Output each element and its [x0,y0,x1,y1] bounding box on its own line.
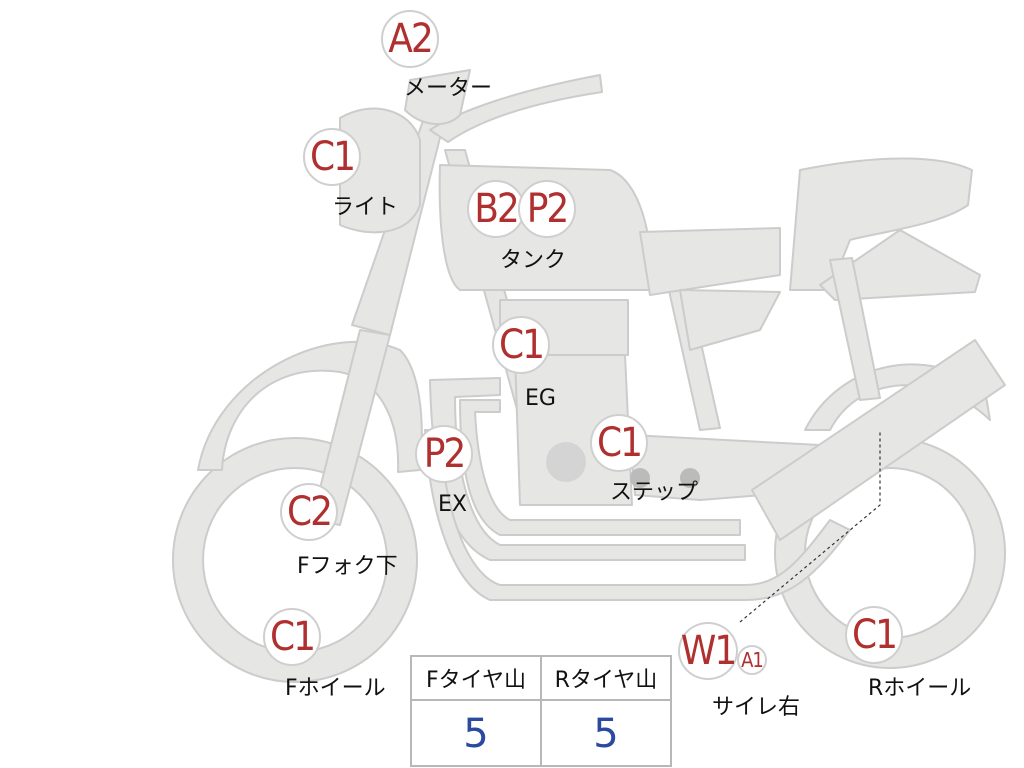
badge-silencer-a: A1 [737,645,767,675]
badge-meter: A2 [381,10,439,68]
badge-step: C1 [590,414,648,472]
meter [404,69,471,126]
leader-line [739,430,881,623]
tire-table-value-row: 5 5 [412,701,670,767]
label-ex: EX [438,492,467,517]
label-eg: EG [525,386,556,411]
value-front-tire: 5 [463,711,489,757]
badge-silencer-w: W1 [678,622,738,680]
badge-tank-b: B2 [467,180,525,238]
value-rear-tire: 5 [540,701,670,767]
badge-f-fork-lower: C2 [280,483,338,541]
header-front-tire: Fタイヤ山 [426,668,526,693]
badge-ex: P2 [415,425,473,483]
label-f-fork-lower: Fフォク下 [297,554,398,579]
label-silencer-right: サイレ右 [712,695,801,720]
label-f-wheel: Fホイール [285,676,386,701]
header-rear-tire: Rタイヤ山 [540,657,670,699]
label-r-wheel: Rホイール [868,676,972,701]
seat [789,157,973,291]
badge-light: C1 [303,128,361,186]
tire-table-header-row: Fタイヤ山 Rタイヤ山 [412,657,670,701]
side-cover [639,227,781,296]
badge-tank-p: P2 [518,180,576,238]
badge-f-wheel: C1 [263,608,321,666]
label-step: ステップ [610,480,699,505]
silencer [751,339,1006,541]
handlebar [429,74,603,143]
front-wheel [173,438,417,682]
badge-r-wheel: C1 [845,606,903,664]
badge-eg: C1 [492,316,550,374]
label-meter: メーター [404,76,493,101]
headlight [339,107,421,234]
tire-tread-table: Fタイヤ山 Rタイヤ山 5 5 [410,655,672,767]
label-tank: タンク [500,248,567,273]
label-light: ライト [332,195,399,220]
